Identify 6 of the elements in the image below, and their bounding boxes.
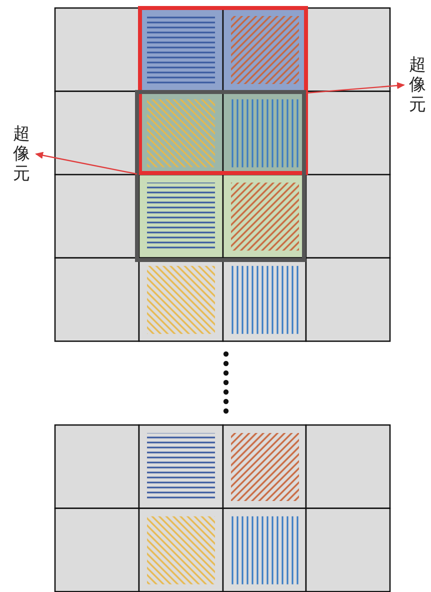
leader-arrow [35,152,138,175]
leader-arrow [306,82,405,94]
highlight-frame [138,6,308,175]
callout-label: 超像元 [13,124,30,184]
highlight-frame [135,90,306,262]
callout-label: 超像元 [409,55,426,115]
